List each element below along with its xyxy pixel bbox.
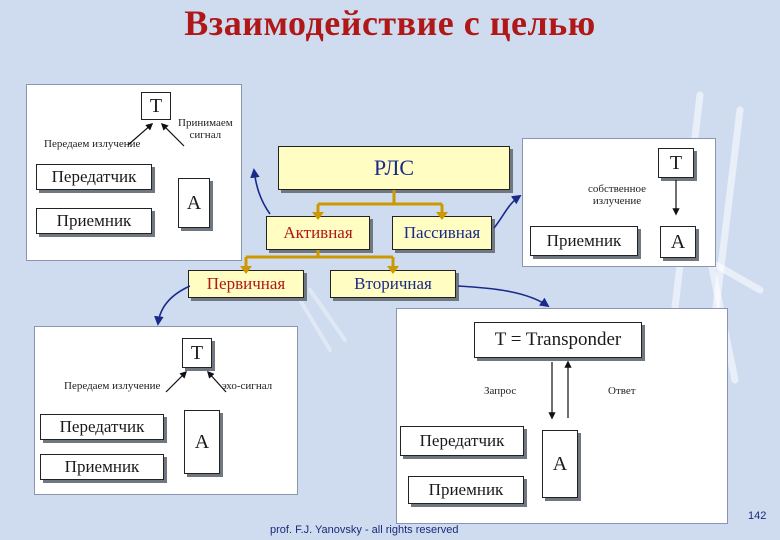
receiver-box-top-left: Приемник — [36, 208, 152, 234]
own-emission-label: собственное излучение — [588, 183, 646, 207]
emit-label-bottom-left: Передаем излучение — [64, 380, 161, 392]
target-box-bottom-left: T — [182, 338, 212, 368]
page-number: 142 — [748, 510, 767, 522]
receiver-box-top-right: Приемник — [530, 226, 638, 256]
antenna-box-bottom-right: A — [542, 430, 578, 498]
echo-label-bottom-left: эхо-сигнал — [222, 380, 273, 392]
primary-radar-box: Первичная — [188, 270, 304, 298]
secondary-radar-box: Вторичная — [330, 270, 456, 298]
transmitter-box-top-left: Передатчик — [36, 164, 152, 190]
antenna-box-bottom-left: A — [184, 410, 220, 474]
request-label: Запрос — [484, 385, 517, 397]
receiver-box-bottom-left: Приемник — [40, 454, 164, 480]
slide-title: Взаимодействие с целью — [184, 3, 596, 43]
transmitter-box-bottom-left: Передатчик — [40, 414, 164, 440]
receiver-box-bottom-right: Приемник — [408, 476, 524, 504]
target-box-top-right: T — [658, 148, 694, 178]
antenna-box-top-left: A — [178, 178, 210, 228]
footer-copyright: prof. F.J. Yanovsky - all rights reserve… — [270, 524, 459, 536]
transmitter-box-bottom-right: Передатчик — [400, 426, 524, 456]
transponder-box: T = Transponder — [474, 322, 642, 358]
target-box-top-left: T — [141, 92, 171, 120]
active-radar-box: Активная — [266, 216, 370, 250]
passive-radar-box: Пассивная — [392, 216, 492, 250]
radar-box: РЛС — [278, 146, 510, 190]
receive-label-top-left: Принимаем сигнал — [178, 117, 233, 141]
antenna-box-top-right: A — [660, 226, 696, 258]
emit-label-top-left: Передаем излучение — [44, 138, 141, 150]
reply-label: Ответ — [608, 385, 636, 397]
